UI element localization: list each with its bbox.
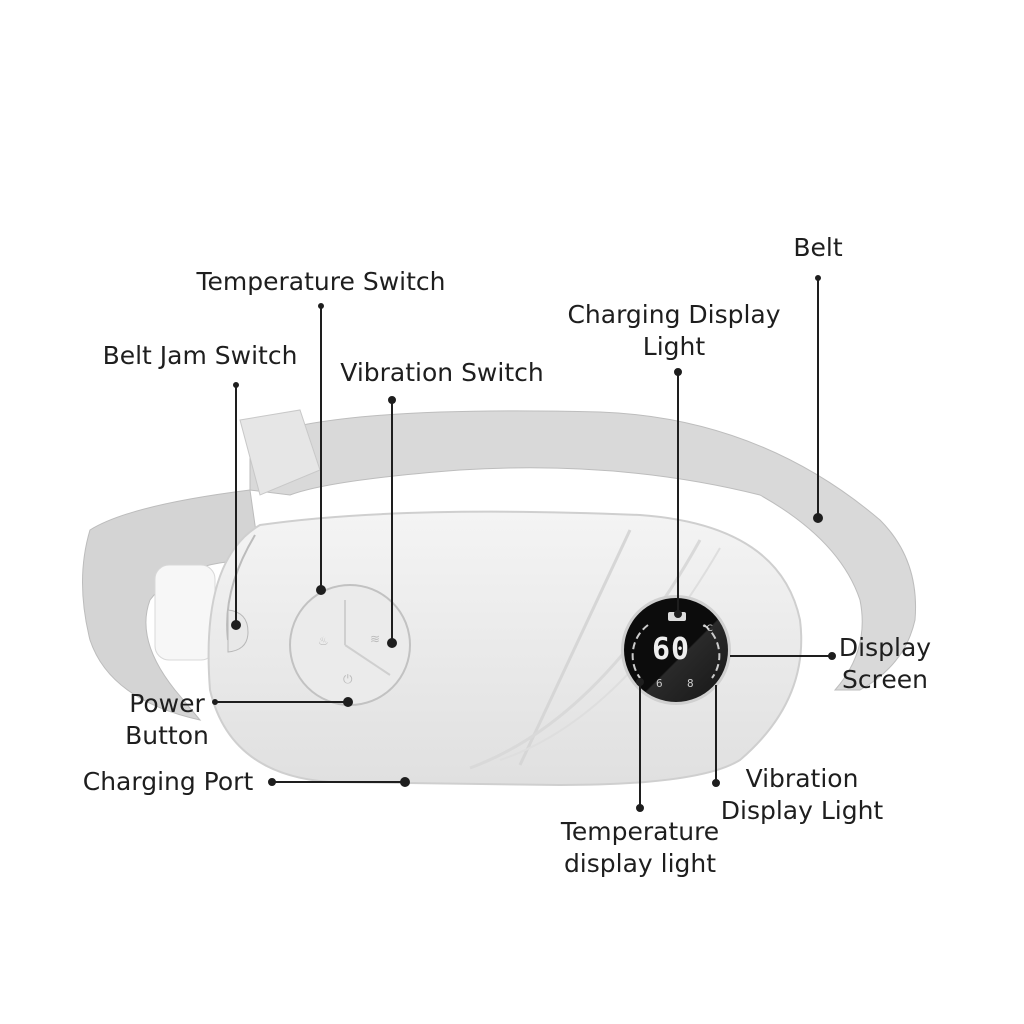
label-belt-jam-switch: Belt Jam Switch — [102, 341, 298, 370]
belt-jam-switch[interactable] — [227, 609, 249, 653]
display-screen — [621, 595, 731, 705]
power-icon: ⏻ — [343, 672, 353, 686]
label-temperature-switch: Temperature Switch — [196, 267, 446, 296]
label-vibration-switch: Vibration Switch — [340, 358, 544, 387]
temperature-icon: ♨ — [318, 634, 329, 648]
temperature-unit: °C — [702, 624, 713, 634]
vibration-icon: ≋ — [370, 632, 380, 646]
leader-lines — [212, 275, 836, 812]
control-button-cluster[interactable]: ♨ ≋ ⏻ — [289, 584, 411, 706]
vibration-level: 8 — [687, 677, 694, 690]
label-belt: Belt — [793, 233, 843, 262]
temperature-level: 6 — [656, 677, 663, 690]
belt — [82, 409, 917, 721]
temperature-reading: 60 — [652, 632, 691, 667]
device-body — [207, 510, 803, 787]
label-charging-port: Charging Port — [82, 767, 254, 796]
